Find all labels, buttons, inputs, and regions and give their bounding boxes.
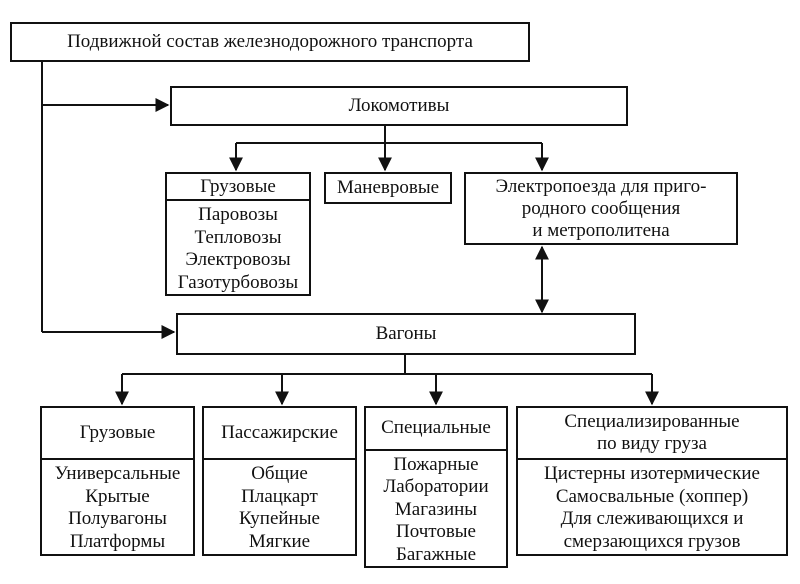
loco-freight-item: Газотурбовозы: [177, 271, 299, 293]
specialized-node: Специализированные по виду груза Цистерн…: [516, 406, 788, 556]
specialized-title: Специализированные по виду груза: [564, 411, 740, 454]
wagons-label: Вагоны: [375, 323, 437, 344]
special-item: Магазины: [394, 498, 478, 520]
shunting-node: Маневровые: [324, 172, 452, 204]
root-label: Подвижной состав железнодорожного трансп…: [67, 31, 473, 52]
specialized-item: Цистерны изотермические: [544, 463, 760, 484]
shunting-label: Маневровые: [336, 177, 440, 198]
passenger-node: Пассажирские Общие Плацкарт Купейные Мяг…: [202, 406, 357, 556]
passenger-item: Общие: [251, 463, 308, 484]
special-node: Специальные Пожарные Лаборатории Магазин…: [364, 406, 508, 568]
wagon-freight-item: Полувагоны: [68, 508, 167, 529]
special-item: Почтовые: [395, 521, 476, 542]
special-title: Специальные: [381, 417, 491, 439]
wagons-node: Вагоны: [176, 313, 636, 355]
wagon-freight-item: Универсальные: [54, 463, 181, 484]
passenger-item: Мягкие: [248, 530, 311, 552]
emu-label: Электропоезда для приго- родного сообщен…: [495, 175, 707, 241]
wagon-freight-title: Грузовые: [79, 422, 156, 443]
root-node: Подвижной состав железнодорожного трансп…: [10, 22, 530, 62]
loco-freight-item: Тепловозы: [194, 226, 282, 248]
loco-freight-item: Паровозы: [198, 204, 278, 225]
specialized-item: смерзающихся грузов: [563, 530, 741, 552]
loco-freight-node: Грузовые Паровозы Тепловозы Электровозы …: [165, 172, 311, 296]
loco-freight-title: Грузовые: [200, 175, 276, 197]
special-item: Багажные: [395, 543, 477, 565]
wagon-freight-item: Платформы: [69, 530, 166, 552]
specialized-item: Для слеживающихся и: [560, 508, 744, 529]
wagon-freight-node: Грузовые Универсальные Крытые Полувагоны…: [40, 406, 195, 556]
locomotives-node: Локомотивы: [170, 86, 628, 126]
special-item: Лаборатории: [383, 476, 489, 497]
specialized-item: Самосвальные (хоппер): [555, 485, 749, 507]
loco-freight-item: Электровозы: [185, 249, 291, 270]
special-item: Пожарные: [393, 453, 479, 475]
emu-node: Электропоезда для приго- родного сообщен…: [464, 172, 738, 245]
passenger-title: Пассажирские: [221, 422, 338, 443]
locomotives-label: Локомотивы: [348, 95, 450, 116]
wagon-freight-item: Крытые: [85, 485, 150, 507]
passenger-item: Плацкарт: [241, 485, 318, 507]
passenger-item: Купейные: [239, 508, 320, 529]
